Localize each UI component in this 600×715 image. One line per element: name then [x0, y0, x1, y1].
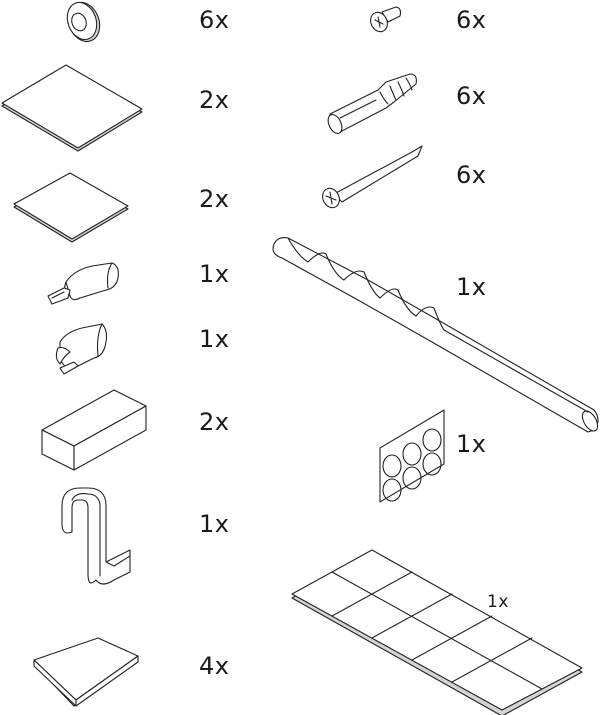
- quantity-label: 2x: [199, 408, 230, 436]
- quantity-label: 1x: [456, 430, 487, 458]
- quantity-label: 6x: [456, 82, 487, 110]
- quantity-label: 1x: [199, 510, 230, 538]
- quantity-label: 6x: [199, 6, 230, 34]
- quantity-label: 4x: [199, 652, 230, 680]
- s-hook-icon: [61, 487, 131, 585]
- quantity-label: 6x: [456, 161, 487, 189]
- quantity-label: 1x: [199, 325, 230, 353]
- round-washer-cap-icon: [66, 1, 101, 43]
- quantity-label: 1x: [456, 273, 487, 301]
- grid-pad-sheet-icon: [291, 549, 583, 715]
- long-screw-icon: [322, 145, 423, 209]
- cable-clip-b-icon: [55, 323, 108, 375]
- cable-clip-a-icon: [47, 262, 119, 305]
- quantity-label: 2x: [199, 86, 230, 114]
- drill-bit-icon: [272, 237, 599, 433]
- wall-plug-icon: [327, 73, 417, 134]
- small-square-pad-icon: [13, 172, 129, 243]
- quantity-label: 1x: [199, 260, 230, 288]
- quantity-label: 2x: [199, 185, 230, 213]
- quantity-label: 6x: [456, 6, 487, 34]
- quantity-label: 1x: [487, 592, 509, 612]
- rectangular-block-icon: [41, 389, 147, 471]
- thin-rectangular-pad-icon: [33, 637, 139, 707]
- bumper-dot-sheet-icon: [379, 409, 445, 503]
- large-square-pad-icon: [1, 64, 143, 152]
- short-screw-icon: [370, 6, 402, 33]
